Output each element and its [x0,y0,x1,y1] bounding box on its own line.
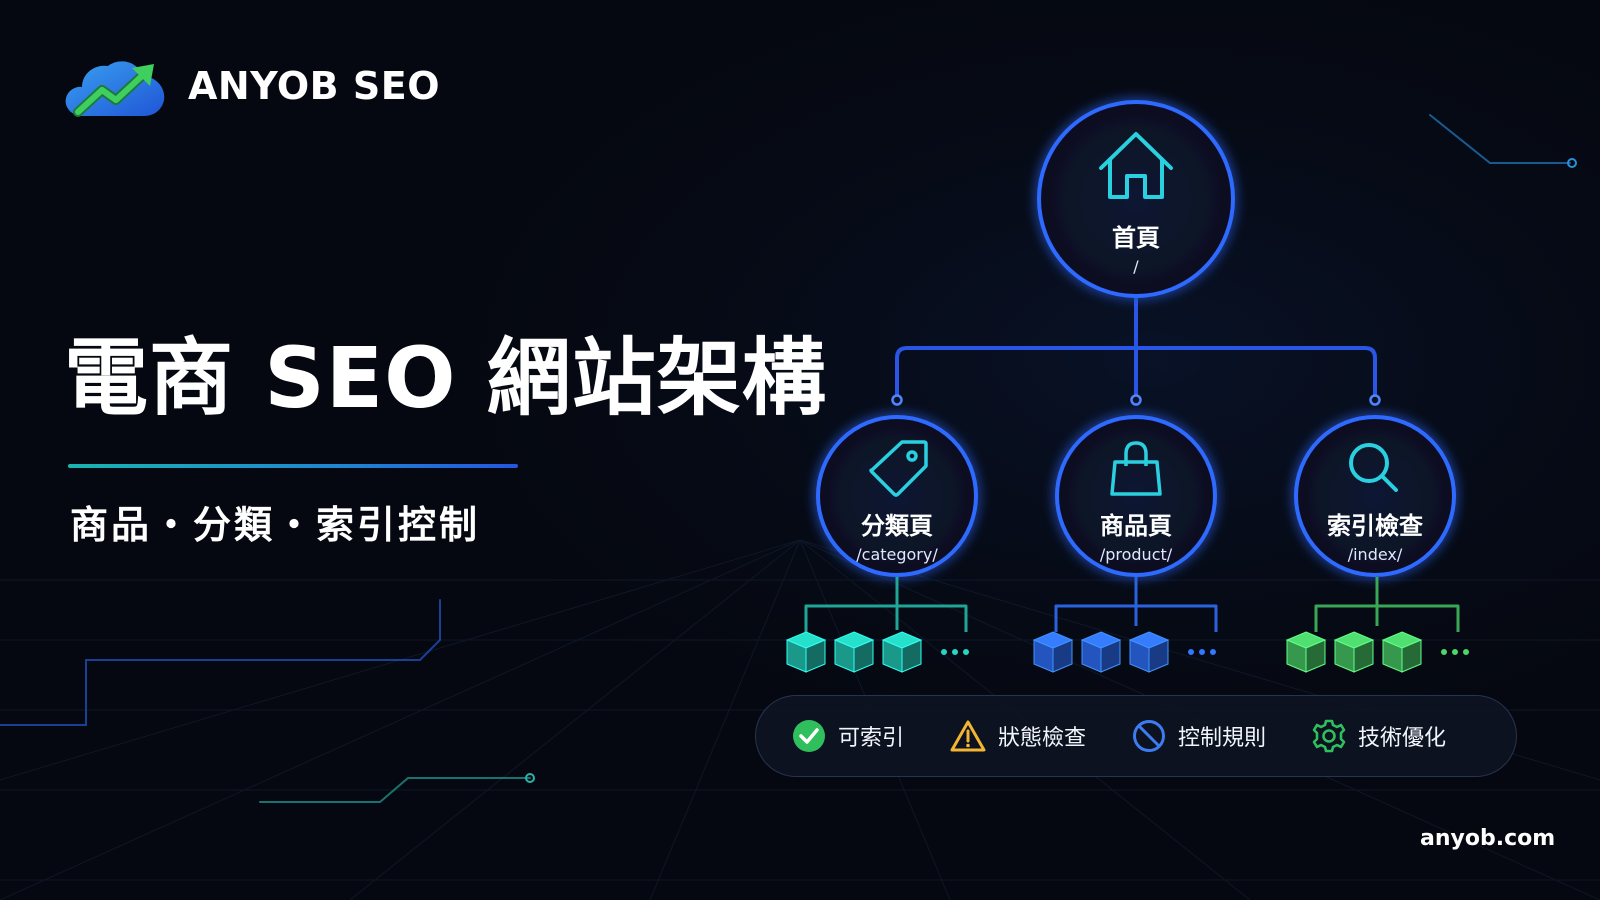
page-title: 電商 SEO 網站架構 [64,329,827,427]
branch-lines-index [1314,577,1460,632]
more-dots [1188,649,1216,655]
node-name: 索引檢查 [1327,512,1423,540]
page-cube [1080,631,1122,673]
page-cube [1333,631,1375,673]
node-home [1037,100,1235,298]
brand-name: ANYOB SEO [188,64,441,108]
page-cube [1032,631,1074,673]
site-url: anyob.com [1420,826,1556,851]
node-path: /product/ [1099,545,1173,564]
more-dots [941,649,969,655]
node-name: 分類頁 [861,512,933,540]
legend-status-check: 狀態檢查 [950,719,1086,753]
legend-indexable: 可索引 [792,719,904,753]
page-cube [1381,631,1423,673]
node-index [1294,415,1456,577]
warning-icon [950,720,986,752]
page-subtitle: 商品・分類・索引控制 [70,503,481,547]
connector-dot [1369,394,1381,406]
node-category-label: 分類頁 /category/ [856,506,938,564]
more-dots [1441,649,1469,655]
connector-dot [1130,394,1142,406]
node-name: 首頁 [1112,224,1160,252]
node-product [1055,415,1217,577]
page-cube [785,631,827,673]
brand: ANYOB SEO [62,54,440,118]
node-path: /category/ [856,545,938,564]
branch-lines-category [804,577,968,640]
legend-label: 控制規則 [1178,726,1267,751]
tree-connectors [895,296,1377,398]
node-index-label: 索引檢查 /index/ [1327,506,1423,564]
page-cube [1285,631,1327,673]
node-path: /index/ [1347,545,1403,564]
node-home-label: 首頁 / [1112,218,1160,276]
node-name: 商品頁 [1099,512,1172,540]
legend-control-rules: 控制規則 [1132,719,1266,753]
node-category [816,415,978,577]
page-cube [1128,631,1170,673]
page-cubes [785,631,1469,673]
gear-icon [1312,719,1346,753]
search-icon [1349,443,1398,492]
node-path: / [1133,257,1139,276]
page-cube [881,631,923,673]
legend-label: 狀態檢查 [998,726,1087,751]
connector-dot [891,394,903,406]
branch-lines-product [1054,577,1218,632]
home-icon [1099,132,1173,199]
shopping-bag-icon [1110,441,1162,496]
tag-icon [869,440,928,497]
legend-label: 技術優化 [1358,726,1447,751]
check-circle-icon [793,720,825,752]
node-product-label: 商品頁 /product/ [1100,506,1172,564]
status-legend: 可索引 狀態檢查 控制規則 技術優化 [755,695,1517,777]
title-underline [68,464,518,468]
legend-label: 可索引 [838,726,905,751]
cloud-growth-logo [65,61,165,117]
page-cube [833,631,875,673]
block-icon [1133,720,1166,752]
legend-tech-optimization: 技術優化 [1312,719,1446,753]
